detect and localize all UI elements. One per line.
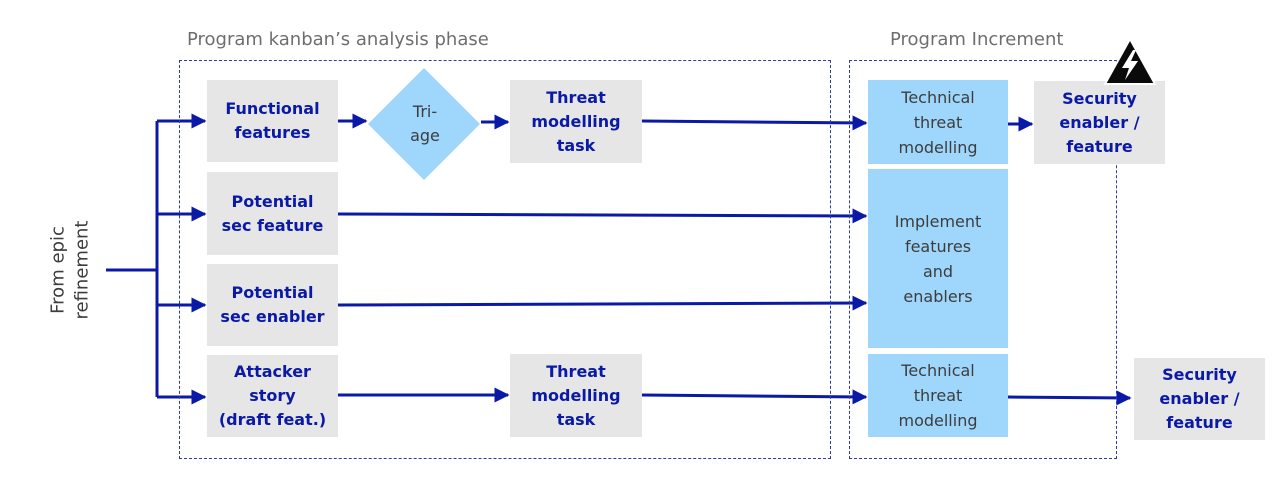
node-text: Potential: [231, 191, 314, 211]
node-text: Potential: [231, 283, 314, 302]
analysis-phase-title: Program kanban’s analysis phase: [187, 29, 489, 50]
node-text: Implement: [894, 211, 982, 231]
arrow-threat-task-to-technical: [641, 115, 868, 131]
technical-threat-modelling-box-2: Technical threat modelling: [868, 354, 1008, 437]
node-text: story: [249, 386, 296, 405]
node-text: Technical: [901, 87, 975, 107]
node-text: task: [556, 409, 596, 429]
high-voltage-warning-icon: [1103, 37, 1157, 85]
implement-features-box: Implement features and enablers: [868, 169, 1008, 348]
threat-modelling-task-box-2: Threat modelling task: [510, 354, 642, 437]
node-text: features: [904, 236, 972, 256]
arrow-threat-task2-to-technical: [641, 389, 868, 405]
node-text: Attacker: [234, 362, 311, 381]
node-text: Functional: [225, 99, 320, 118]
arrow-technical2-to-security: [1007, 390, 1132, 406]
security-enabler-box-2: Security enabler / feature: [1134, 358, 1265, 440]
technical-threat-modelling-box-1: Technical threat modelling: [868, 80, 1008, 164]
node-text: modelling: [898, 137, 978, 157]
potential-sec-enabler-box: Potential sec enabler: [207, 264, 338, 346]
triage-label: Tri- age: [380, 92, 470, 156]
functional-features-box: Functional features: [207, 80, 338, 162]
side-label-line1: From epic: [47, 226, 69, 314]
node-text: feature: [1166, 413, 1233, 432]
node-text: features: [234, 123, 311, 142]
node-text: Security: [1062, 88, 1137, 108]
node-text: (draft feat.): [218, 410, 327, 429]
side-label-line2: refinement: [71, 220, 93, 320]
node-text: Technical: [901, 361, 975, 380]
node-text: Threat: [546, 87, 606, 107]
node-text: and: [922, 261, 954, 281]
node-text: Tri-: [412, 102, 438, 121]
node-text: age: [410, 126, 440, 145]
arrow-sec-enabler-to-implement: [337, 295, 868, 311]
node-text: feature: [1066, 136, 1133, 156]
node-text: Security: [1162, 365, 1237, 384]
node-text: enablers: [903, 286, 973, 306]
node-text: sec feature: [221, 215, 324, 235]
node-text: sec enabler: [220, 307, 325, 326]
triage-diamond: [368, 68, 480, 180]
program-increment-title: Program Increment: [890, 29, 1064, 50]
from-epic-refinement-label: From epic refinement: [40, 210, 100, 330]
node-text: modelling: [531, 111, 621, 131]
analysis-phase-region: [179, 60, 831, 459]
threat-modelling-task-box-1: Threat modelling task: [510, 80, 642, 163]
potential-sec-feature-box: Potential sec feature: [207, 172, 338, 255]
node-text: enabler /: [1059, 112, 1140, 132]
node-text: threat: [913, 112, 963, 132]
node-text: modelling: [531, 385, 621, 405]
program-increment-region: [849, 60, 1117, 459]
attacker-story-box: Attacker story (draft feat.): [207, 355, 338, 437]
node-text: Threat: [546, 361, 606, 381]
node-text: enabler /: [1159, 389, 1240, 408]
security-enabler-box-1: Security enabler / feature: [1034, 81, 1165, 164]
node-text: task: [556, 135, 596, 155]
node-text: threat: [913, 386, 963, 405]
node-text: modelling: [898, 411, 978, 430]
arrow-sec-feature-to-implement: [337, 208, 868, 224]
